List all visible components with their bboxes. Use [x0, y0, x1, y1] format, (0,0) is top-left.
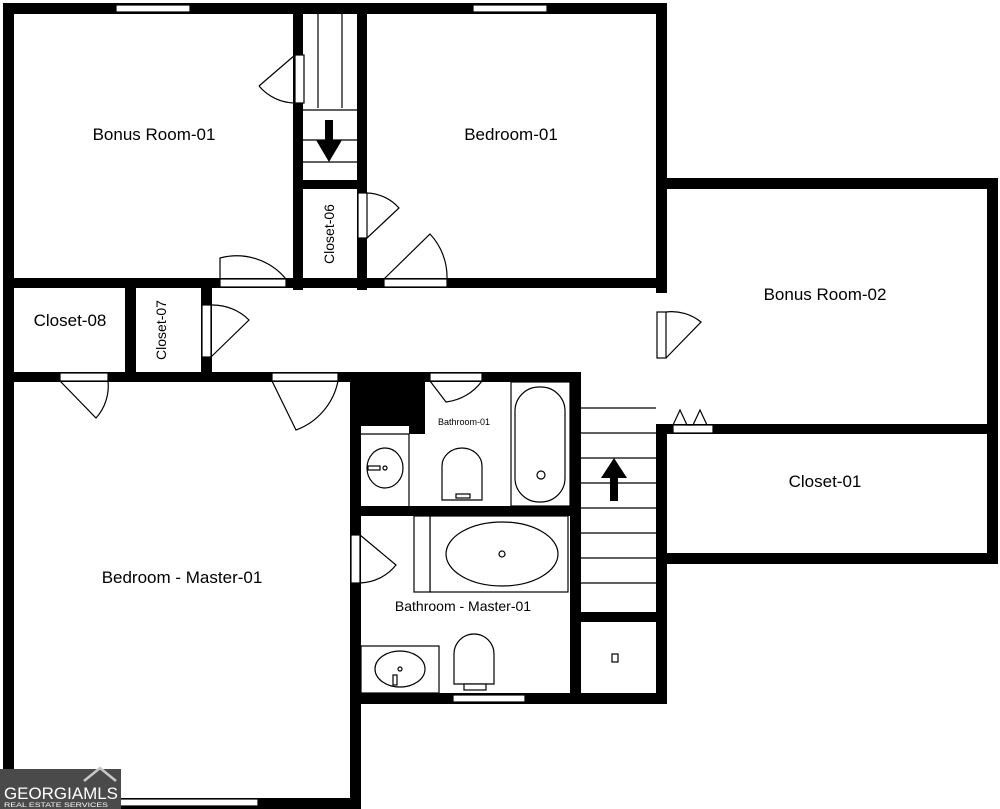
stairs-upper	[303, 14, 357, 163]
doors	[59, 54, 714, 584]
room-label-bathroom-01: Bathroom-01	[438, 417, 490, 427]
room-labels: Bonus Room-01 Bedroom-01 Bonus Room-02 C…	[34, 125, 887, 614]
georgia-mls-logo: GEORGIAMLS REAL ESTATE SERVICES	[0, 766, 121, 809]
logo-brand-text: GEORGIAMLS	[4, 784, 118, 803]
room-label-closet-06: Closet-06	[321, 204, 337, 264]
arrow-up-icon	[601, 458, 627, 478]
arrow-down-icon	[316, 140, 342, 162]
room-label-bonus-room-01: Bonus Room-01	[93, 125, 216, 144]
room-label-closet-07: Closet-07	[153, 300, 169, 360]
room-label-bedroom-master-01: Bedroom - Master-01	[102, 568, 263, 587]
room-label-closet-01: Closet-01	[789, 472, 862, 491]
room-label-bonus-room-02: Bonus Room-02	[764, 285, 887, 304]
walls	[3, 3, 998, 809]
logo-tagline: REAL ESTATE SERVICES	[4, 802, 109, 809]
fixtures	[360, 381, 619, 694]
room-label-bathroom-master-01: Bathroom - Master-01	[395, 598, 531, 614]
room-label-closet-08: Closet-08	[34, 311, 107, 330]
room-label-bedroom-01: Bedroom-01	[464, 125, 558, 144]
stairs-main	[581, 407, 656, 584]
